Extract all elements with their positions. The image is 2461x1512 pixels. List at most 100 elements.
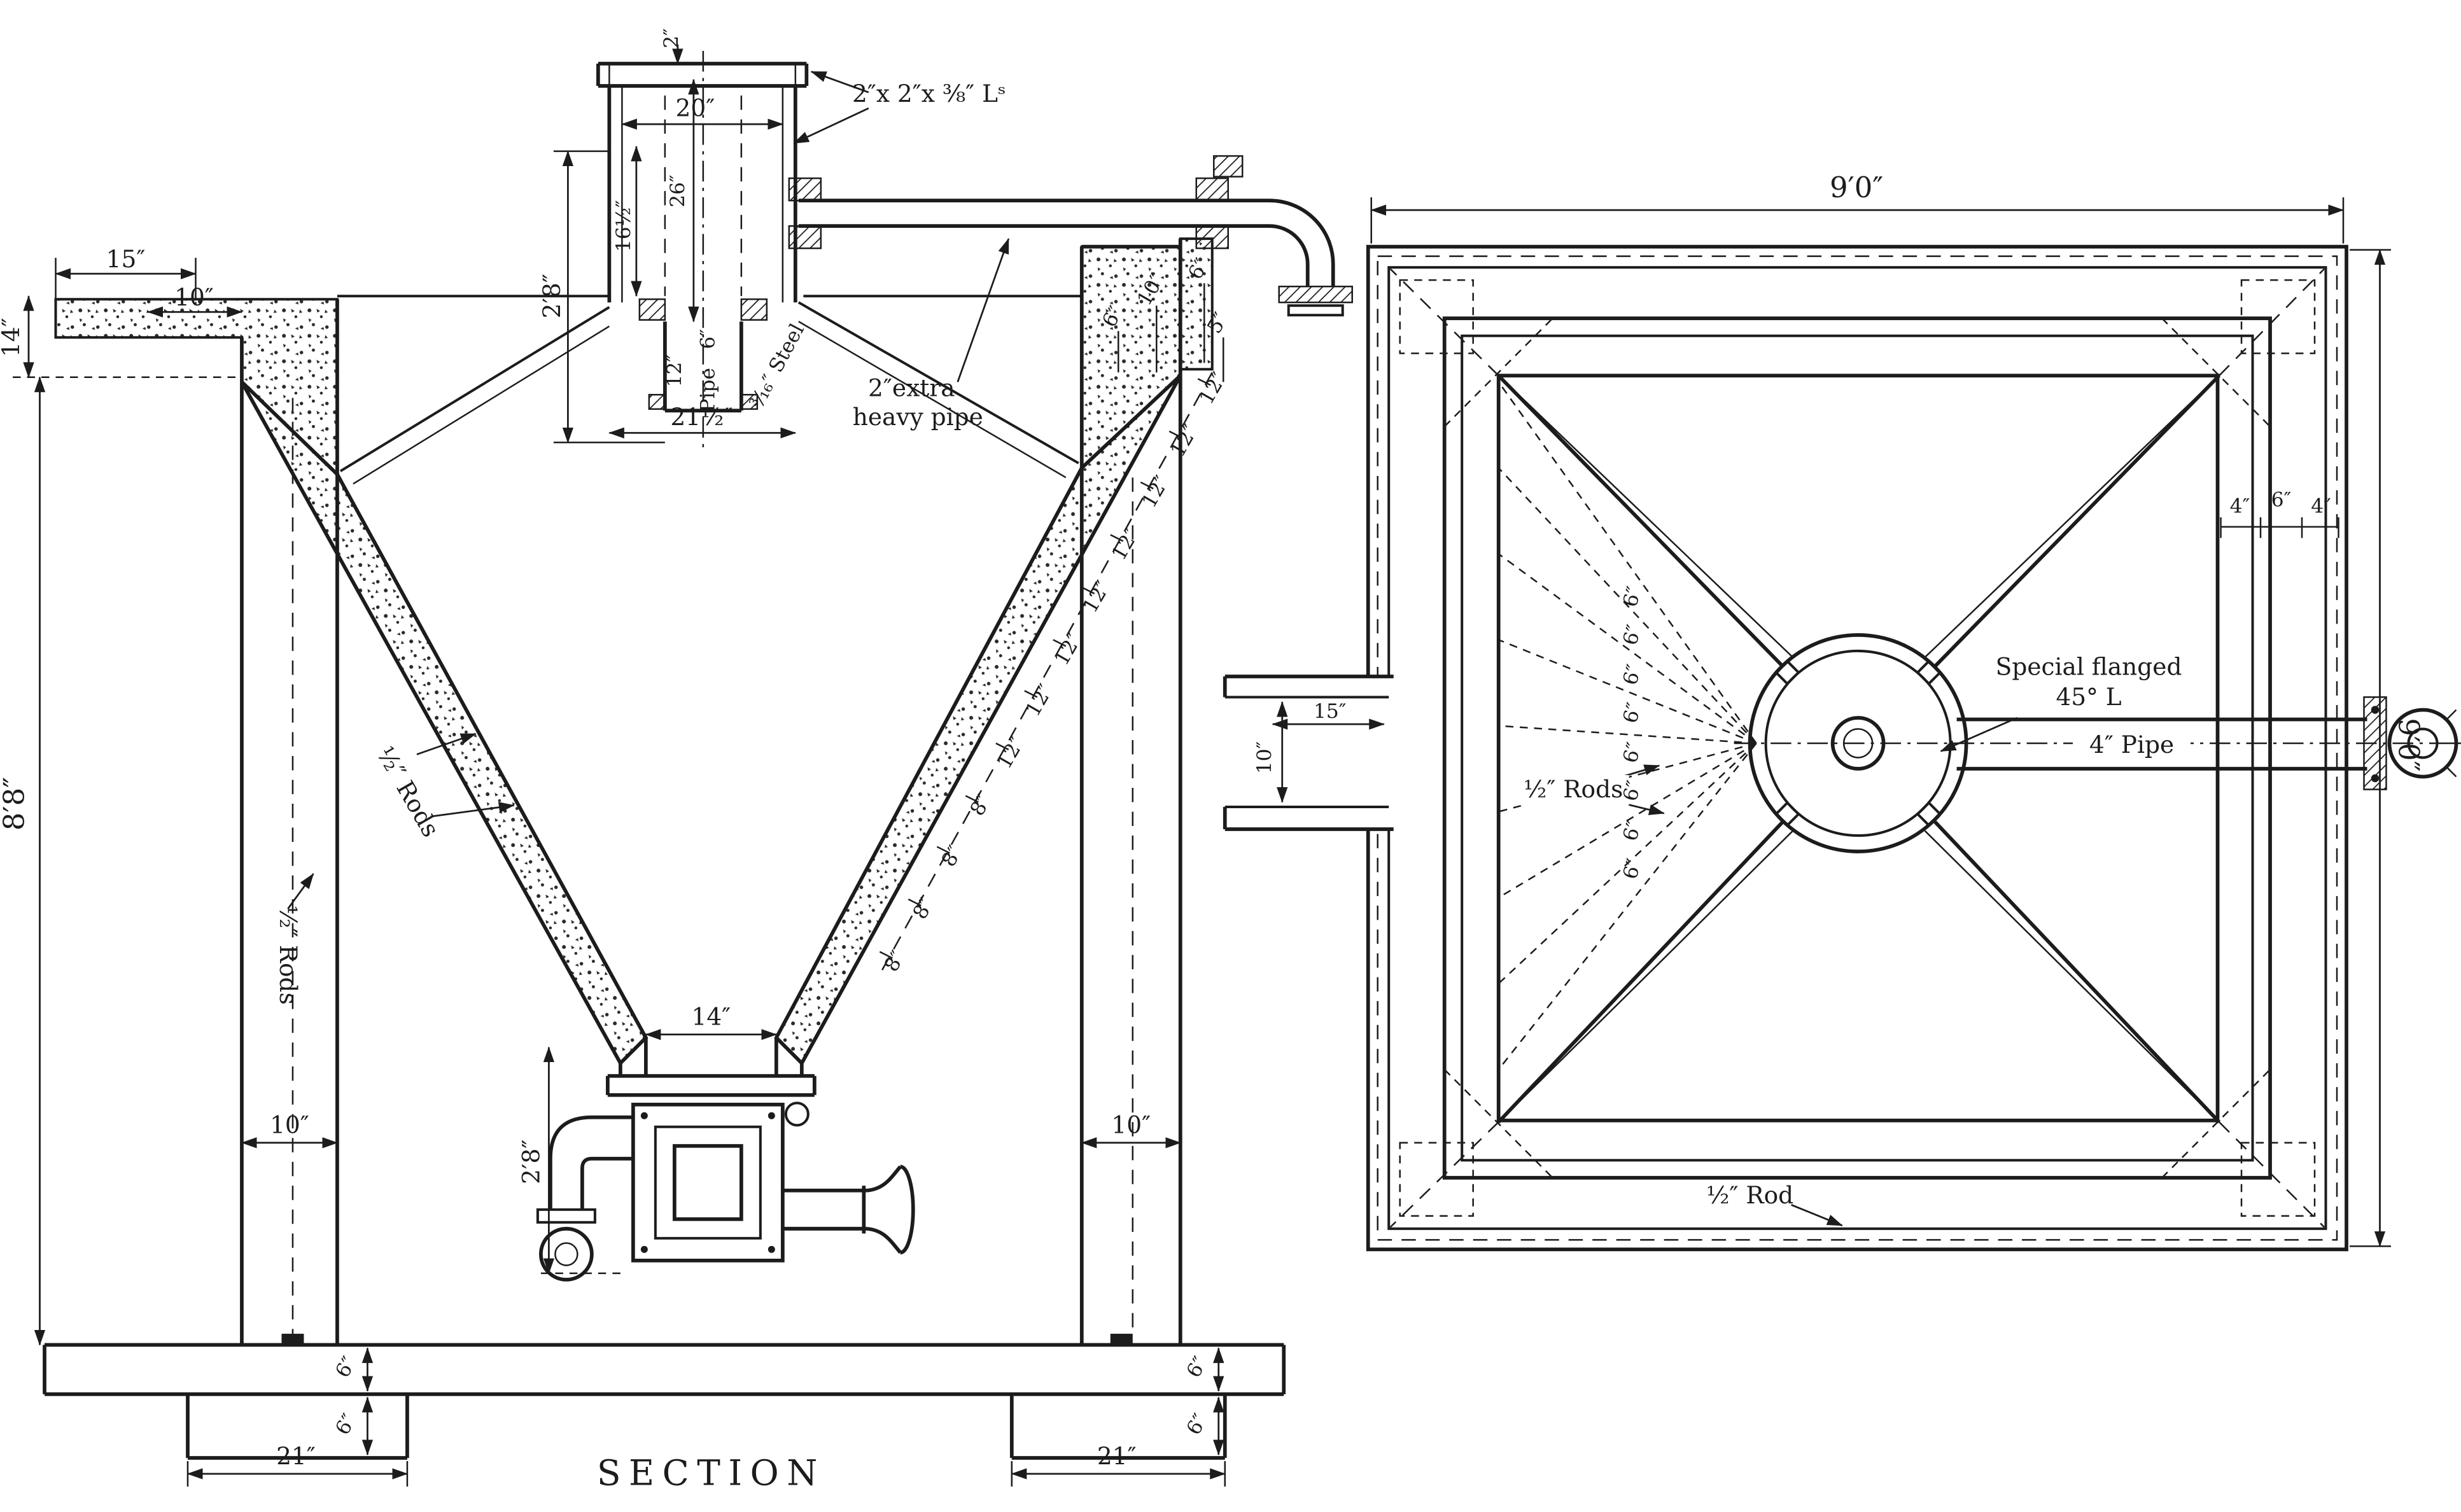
plan-extension-lines (1370, 197, 2392, 1247)
leader-rods-slope-1 (416, 732, 477, 755)
dim-label-ledge-14: 14″ (0, 318, 25, 357)
dim-label-pipe-dia: 6″ (696, 329, 719, 349)
valve-bolt (768, 1112, 775, 1119)
slope-dim: 8″ (966, 791, 996, 820)
drain-cap-outer (539, 1226, 594, 1282)
walls-slab-footings (43, 239, 1286, 1460)
plan-diagonal-extensions (1389, 268, 2325, 1228)
rod-anchor-left (281, 1333, 304, 1345)
flange-lug (1774, 659, 1800, 686)
note-special-flanged-2: 45° L (2056, 683, 2121, 711)
plan-hopper-top-square (1442, 316, 2272, 1180)
extension-lines (55, 150, 2339, 1487)
slope-dim: 12″ (1167, 421, 1203, 461)
section-inlet-pipe (788, 155, 1353, 317)
label-discharge-pipe: 4″ Pipe (2089, 731, 2174, 759)
rod-spacing-dim: 6″ (1619, 700, 1646, 725)
pipe-flange (788, 177, 822, 202)
rod-anchor-right (1110, 1333, 1133, 1345)
hopper-band-left (240, 381, 649, 1067)
flange-block (740, 394, 759, 410)
label-plan-rods: ½″ Rods (1524, 775, 1623, 803)
slope-ticks (879, 378, 1211, 959)
plan-structure (1366, 244, 2453, 1252)
slope-dim: 12″ (1079, 577, 1115, 617)
valve-handwheel (784, 1102, 810, 1127)
drain-cap-inner (554, 1242, 578, 1266)
flange-bolt (2371, 774, 2380, 783)
dim-label-ledge-10: 10″ (174, 283, 214, 311)
dim-label-outlet-w: 14″ (691, 1003, 731, 1031)
slope-dim: 12″ (1138, 472, 1174, 512)
rod-spacing-dim: 6″ (1619, 857, 1646, 882)
drain-flange (536, 1208, 596, 1224)
slope-dim: 8″ (880, 947, 910, 976)
section-feed-box (596, 51, 809, 452)
slope-dim: 12″ (1021, 680, 1058, 720)
valve-body (631, 1102, 785, 1263)
rim-and-hopper-edges (337, 295, 1082, 473)
plan-inlet-flume (1223, 675, 1394, 831)
plan-rod-fan (1497, 381, 1757, 1070)
datum-dashes (12, 376, 624, 1275)
section-structure (43, 237, 1286, 1460)
dim-label-bottom-w: 21½″ (670, 403, 733, 431)
discharge-pipe-lines (1956, 717, 2367, 771)
flange-lug (1916, 659, 1942, 686)
rod-spacing-dim: 6″ (1619, 818, 1646, 844)
leader-angles-1 (810, 71, 869, 94)
label-plan-rod: ½″ Rod (1706, 1181, 1793, 1209)
slope-dim-line (877, 372, 1213, 978)
flange-block (740, 298, 768, 321)
feed-box-inner-lines (608, 64, 797, 303)
dim-label-flange-h: 2″ (660, 28, 683, 48)
pipe-end-fitting-inner (2407, 727, 2439, 759)
leader-special-flanged (1940, 717, 2018, 752)
plan-hopper-top-inner (1461, 334, 2254, 1162)
corner-dim: 6″ (2271, 488, 2292, 511)
plan-corner-box (2240, 1142, 2316, 1217)
section-outlet-assembly (536, 1037, 915, 1282)
note-special-flanged-1: Special flanged (1996, 652, 2182, 680)
valve-gate (672, 1144, 743, 1221)
outlet-neck (606, 1037, 817, 1097)
rod-spacing-dim: 6″ (1619, 740, 1646, 766)
label-mask (1517, 775, 1629, 806)
dim-label-inner-h: 16½″ (612, 200, 635, 252)
leader-heavy-pipe (957, 237, 1010, 382)
flange-lug (1916, 801, 1942, 827)
rod-spacing-dim: 6″ (1619, 584, 1646, 610)
slope-dim: 12″ (1107, 524, 1144, 564)
plan-hopper-square (1496, 374, 2220, 1123)
valve-bolt (640, 1245, 648, 1253)
dim-label-pipe-len: 12″ (663, 354, 686, 387)
plan-diagonal-braces-inner (1497, 375, 2220, 1123)
plan-view: 9′0″ 9′0″ 4″ 6″ 4″ Special flanged 45° L… (1223, 171, 2461, 1252)
dim-label-foot-l: 6″ (331, 1410, 361, 1439)
dim-label-inlet-w: 15″ (1314, 700, 1346, 723)
dim-label-plan-width: 9′0″ (1830, 171, 1883, 204)
dim-label-foot-rw: 21″ (1097, 1442, 1137, 1470)
label-rods-slope: ½″ Rods (371, 741, 445, 841)
wall-rod-lines (291, 398, 1134, 1334)
note-steel: ³⁄₁₆″ Steel (745, 320, 809, 412)
leader-rods-wall (287, 873, 314, 909)
label-pipe-word: Pipe (696, 368, 719, 412)
dim-label-wall-right: 10″ (1111, 1111, 1151, 1139)
elbow-flange-plate (1287, 304, 1344, 317)
slope-dim: 12″ (1195, 368, 1231, 409)
dim-label-inlet-h: 10″ (1253, 741, 1276, 774)
dim-label-ledge-15: 15″ (106, 245, 146, 273)
inlet-pipe-lines (798, 199, 1335, 287)
note-angles: 2″x 2″x ⅜″ Lˢ (852, 80, 1006, 108)
label-rods-wall: ½″ Rods (274, 905, 302, 1004)
leader-rods-slope-2 (431, 802, 515, 818)
elbow-flange (1278, 285, 1353, 304)
valve-bolt (768, 1245, 775, 1253)
hopper-outlet-circle-small (1830, 716, 1886, 771)
valve-frame (654, 1125, 762, 1240)
dim-label-foot-r: 6″ (1182, 1410, 1212, 1439)
dim-label-slab-l: 6″ (331, 1353, 361, 1382)
